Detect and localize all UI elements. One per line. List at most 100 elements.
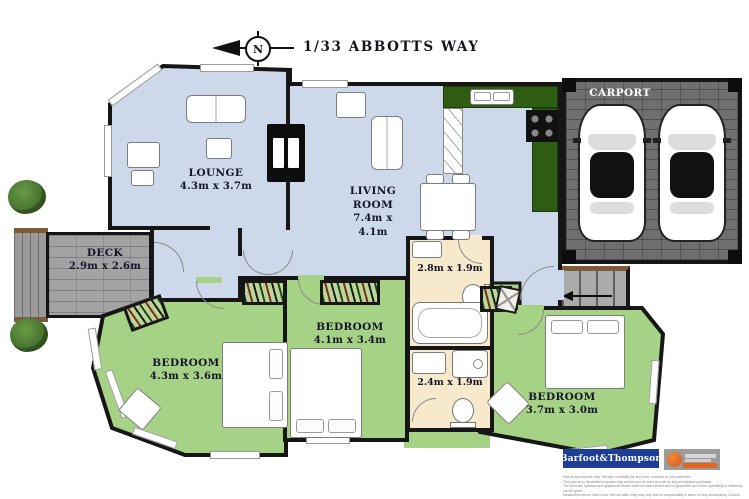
car-mirror [723, 138, 731, 143]
dining-chair [426, 230, 444, 240]
page-title: 1/33 ABBOTTS WAY [303, 39, 480, 55]
door-gap [458, 235, 482, 241]
bed [290, 348, 362, 438]
fireplace [267, 124, 305, 182]
bedroom-left-label: BEDROOM 4.3m x 3.6m [138, 356, 234, 384]
disclaimer-line: Measurements are taken from internal wal… [563, 493, 740, 499]
dining-chair [426, 174, 444, 184]
pillow [587, 320, 619, 334]
kitchen-sink [470, 89, 514, 105]
door-gap [196, 277, 222, 283]
wall [238, 228, 242, 256]
bathroom-top-label: 2.8m x 1.9m [417, 263, 483, 274]
toilet [452, 398, 474, 423]
shower [452, 350, 488, 378]
armchair [336, 92, 366, 118]
room-name: DECK [86, 247, 124, 259]
logo-text-bar [685, 454, 716, 458]
bush-icon [8, 180, 46, 214]
bathroom-sink [412, 241, 442, 258]
floorplan-company-logo [664, 449, 720, 470]
car-windshield [668, 134, 716, 150]
wall [286, 70, 290, 126]
door-gap [298, 275, 324, 281]
room-name: LIVING ROOM [349, 185, 397, 212]
side-table [206, 138, 232, 159]
room-dims: 4.3m x 3.7m [179, 181, 253, 193]
room-name: BEDROOM [152, 357, 220, 369]
lounge-label: LOUNGE 4.3m x 3.7m [168, 166, 264, 194]
carport-post [728, 78, 742, 92]
logo-orange-band [683, 463, 717, 468]
window [210, 451, 260, 459]
steps-arrow-icon [562, 291, 573, 301]
cooktop [526, 110, 558, 142]
dining-chair [452, 174, 470, 184]
pantry-shelves [443, 108, 463, 174]
pillow [269, 349, 283, 379]
compass-icon: N [245, 36, 271, 62]
car [573, 104, 651, 242]
car-roof [670, 152, 714, 198]
carport-post [562, 250, 576, 264]
carport-post [728, 250, 742, 264]
bedroom-middle-label: BEDROOM 4.1m x 3.4m [302, 320, 398, 348]
disclaimer-text: Plan is approximate only. We take no lia… [563, 475, 745, 499]
disclaimer-line: Plan is approximate only. We take no lia… [563, 475, 692, 479]
pillow [551, 320, 583, 334]
logo-text-bar [685, 459, 711, 462]
dining-chair [452, 230, 470, 240]
living-room-label: LIVING ROOM 7.4m x 4.1m [341, 184, 405, 239]
pillow [296, 419, 324, 433]
car-mirror [643, 138, 651, 143]
room-name: CARPORT [589, 87, 651, 99]
front-door-gap [556, 270, 564, 300]
wall [152, 226, 210, 230]
fireplace-panel [273, 138, 284, 168]
shower-head-icon [473, 359, 483, 369]
window [200, 64, 254, 72]
bathtub [412, 302, 488, 344]
room-dims: 2.9m x 2.6m [68, 261, 142, 273]
room-dims: 4.1m x 3.4m [313, 335, 387, 347]
dining-table [420, 183, 476, 231]
bedroom-right-label: BEDROOM 3.7m x 3.0m [514, 390, 610, 418]
coffee-table [131, 170, 154, 186]
car-mirror [653, 138, 661, 143]
armchair [127, 142, 160, 168]
bed [545, 315, 625, 389]
carport-label: CARPORT [580, 86, 660, 100]
disclaimer-line: This plan is for illustrative purposes o… [563, 479, 713, 484]
car-mirror [573, 138, 581, 143]
sofa [371, 116, 403, 170]
pillow [328, 419, 356, 433]
bathroom-bottom-label: 2.4m x 1.9m [417, 377, 483, 388]
bed [222, 342, 288, 428]
wall [286, 180, 290, 230]
sink-basin [493, 92, 510, 101]
compass-needle-icon [212, 40, 240, 56]
wardrobe [320, 280, 380, 305]
steps-arrow-icon [572, 295, 612, 297]
car-rear-window [670, 202, 714, 214]
room-dims: 3.7m x 3.0m [525, 405, 599, 417]
room-name: BEDROOM [316, 321, 384, 333]
barfoot-thompson-logo: Barfoot&Thompson [560, 449, 662, 468]
room-name: BEDROOM [528, 391, 596, 403]
room-dims: 7.4m x 4.1m [353, 213, 393, 238]
sofa [186, 95, 246, 123]
room-dims: 4.3m x 3.6m [149, 371, 223, 383]
sink-basin [474, 92, 491, 101]
deck-label: DECK 2.9m x 2.6m [58, 246, 152, 274]
window [104, 125, 112, 177]
carport-post [562, 78, 576, 92]
bathtub-inner [418, 308, 482, 338]
pillow [269, 391, 283, 421]
car-roof [590, 152, 634, 198]
wardrobe [242, 280, 286, 305]
door-gap [518, 305, 544, 311]
window [302, 80, 348, 88]
room-name: LOUNGE [188, 167, 244, 179]
car [653, 104, 731, 242]
